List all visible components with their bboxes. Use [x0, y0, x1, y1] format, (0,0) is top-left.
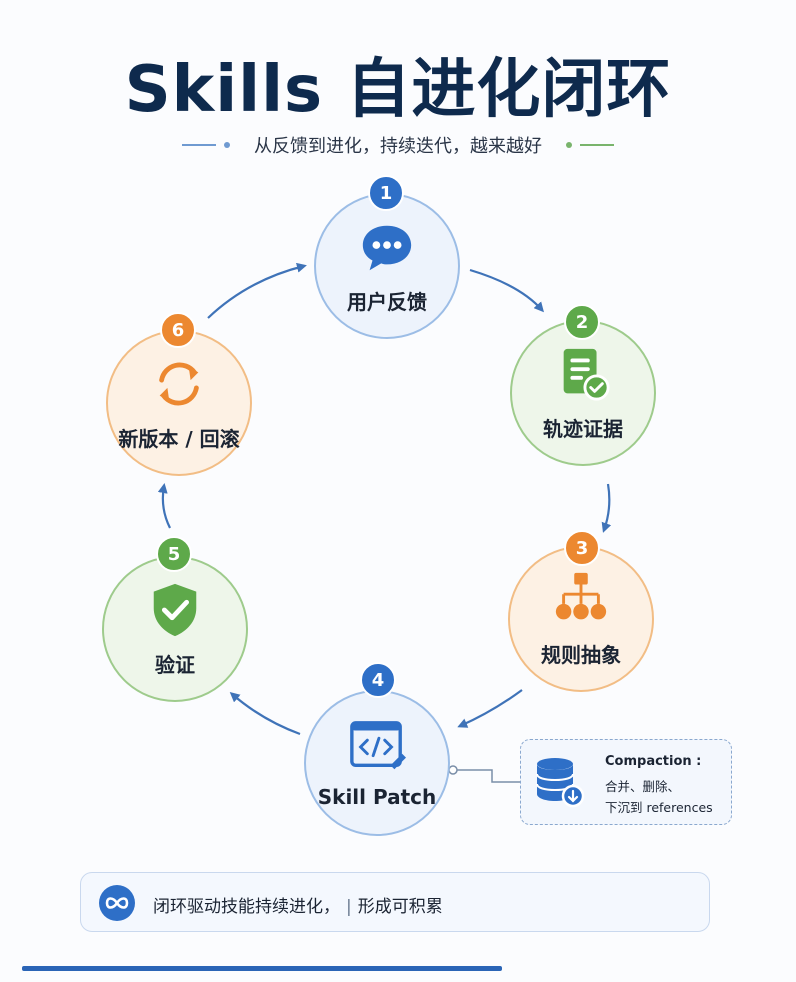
step-rule-abstraction: 规则抽象 [508, 546, 654, 692]
subtitle-row: 从反馈到进化，持续迭代，越来越好 [0, 130, 796, 160]
arrow-1-to-2 [469, 268, 544, 313]
infinity-icon [99, 885, 135, 921]
document-check-icon [563, 348, 610, 401]
chat-bubble-icon [362, 225, 412, 270]
database-icon [536, 758, 585, 808]
refresh-cycle-icon [159, 362, 199, 405]
step-number-badge: 4 [360, 662, 396, 698]
banner-text: 闭环驱动技能持续进化， |形成可积累 [153, 892, 443, 917]
subtitle: 从反馈到进化，持续迭代，越来越好 [254, 136, 542, 157]
bottom-bar [22, 966, 502, 971]
decor-left [182, 142, 238, 148]
step-number-badge: 5 [156, 536, 192, 572]
compaction-connector [448, 765, 520, 783]
arrow-6-to-1 [207, 262, 307, 319]
step-label: 新版本 / 回滚 [118, 426, 240, 451]
arrow-5-to-6 [157, 483, 171, 529]
decor-right [558, 142, 614, 148]
arrow-4-to-5 [229, 692, 301, 736]
step-label: 规则抽象 [541, 642, 621, 667]
step-number-badge: 2 [564, 304, 600, 340]
arrow-3-to-4 [457, 689, 523, 728]
code-editor-icon [350, 721, 406, 770]
compaction-line-2: 下沉到 references [605, 800, 713, 815]
step-label: 轨迹证据 [543, 416, 623, 441]
banner-text-a: 闭环驱动技能持续进化， [153, 897, 340, 917]
step-number-badge: 6 [160, 312, 196, 348]
step-verification: 验证 [102, 556, 248, 702]
step-label: 用户反馈 [347, 289, 427, 314]
step-label: Skill Patch [317, 785, 437, 809]
banner-text-b: 形成可积累 [357, 897, 443, 917]
banner-separator: | [346, 897, 352, 917]
hierarchy-icon [555, 572, 607, 619]
page-title: Skills 自进化闭环 [124, 53, 672, 127]
step-label: 验证 [155, 652, 195, 677]
compaction-title: Compaction : [605, 754, 702, 769]
step-number-badge: 3 [564, 530, 600, 566]
step-trace-evidence: 轨迹证据 [510, 320, 656, 466]
step-user-feedback: 用户反馈 [314, 193, 460, 339]
compaction-line-1: 合并、删除、 [605, 779, 681, 794]
compaction-callout: Compaction : 合并、删除、 下沉到 references [520, 739, 732, 825]
arrow-2-to-3 [601, 483, 612, 533]
summary-banner: 闭环驱动技能持续进化， |形成可积累 [80, 872, 710, 932]
step-number-badge: 1 [368, 175, 404, 211]
shield-check-icon [153, 583, 197, 636]
step-new-version-rollback: 新版本 / 回滚 [106, 330, 252, 476]
step-skill-patch: Skill Patch [304, 690, 450, 836]
